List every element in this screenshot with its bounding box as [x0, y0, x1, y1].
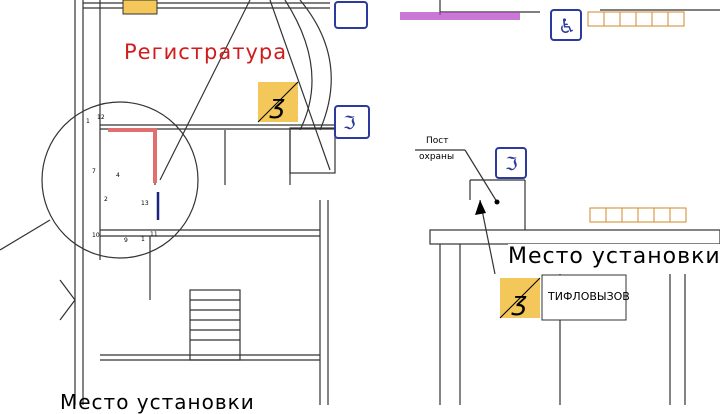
- callout-9: 9: [124, 237, 128, 244]
- security-post-label-2: охраны: [419, 152, 455, 162]
- arrow-head: [475, 200, 486, 215]
- svg-text:ℑ: ℑ: [505, 154, 518, 175]
- security-post-label-1: Пост: [426, 136, 449, 146]
- hearing-loop-sign-guard-icon: [495, 147, 527, 179]
- svg-text:ℑ: ℑ: [343, 113, 356, 134]
- bench-right: [589, 207, 687, 223]
- callout-1: 1: [86, 118, 90, 125]
- svg-text:ʒ: ʒ: [511, 287, 527, 317]
- callout-4: 4: [116, 172, 120, 179]
- install-place-label-bottom: Место установки: [60, 390, 255, 414]
- callout-12: 12: [97, 114, 105, 121]
- red-rail: [108, 128, 156, 132]
- hearing-loop-sign-icon: [334, 105, 370, 139]
- callout-7: 7: [92, 168, 96, 175]
- registry-label: Регистратура: [124, 40, 288, 64]
- callout-11: 11: [150, 231, 158, 238]
- callout-10: 10: [92, 232, 100, 239]
- red-rail-vertical: [153, 128, 157, 183]
- phone-sign-icon: [334, 1, 368, 29]
- wheelchair-sign-icon: [550, 9, 582, 41]
- magenta-strip: [400, 12, 520, 20]
- bench-top: [587, 11, 685, 27]
- callout-13: 13: [141, 200, 149, 207]
- tiflo-label-box: [541, 274, 627, 321]
- tiflo-call-label: ТИФЛОВЫЗОВ: [548, 290, 630, 303]
- callout-2: 2: [104, 196, 108, 203]
- callout-1b: 1: [141, 236, 145, 243]
- yellow-sign-top: [122, 0, 158, 15]
- pointer-dot: [494, 199, 500, 205]
- svg-text:♿: ♿: [558, 14, 576, 38]
- install-place-label: Место установки: [508, 244, 720, 269]
- svg-text:ʒ: ʒ: [269, 90, 285, 120]
- floor-plan: ʒ ♿ ℑ ℑ ʒ: [0, 0, 720, 405]
